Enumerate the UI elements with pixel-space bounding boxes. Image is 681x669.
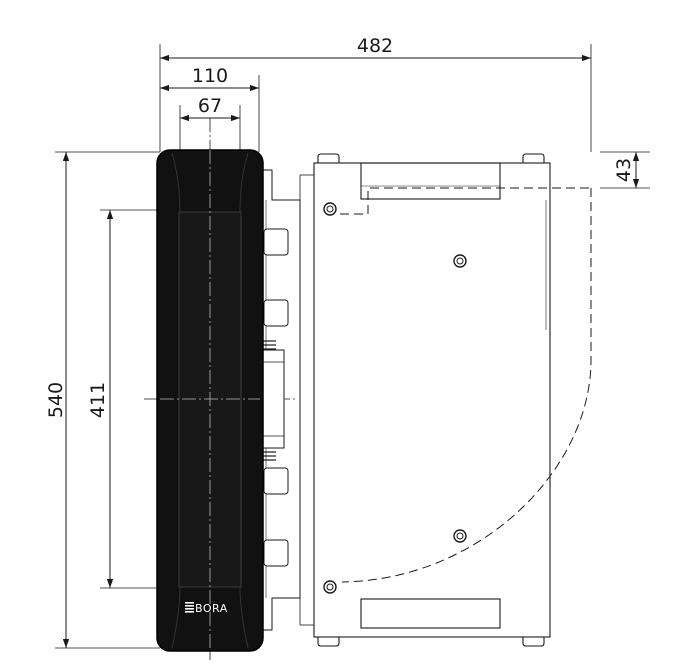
dim-label-110: 110 — [192, 65, 228, 87]
logo-stripes-icon — [185, 602, 194, 613]
mounting-screws — [323, 202, 467, 594]
dim-label-482: 482 — [357, 35, 393, 57]
bora-logo: BORA — [185, 602, 228, 615]
hidden-duct-outline — [340, 187, 592, 583]
dim-label-540: 540 — [45, 382, 67, 418]
connector-assembly — [261, 169, 301, 631]
dim-label-411: 411 — [87, 382, 109, 418]
screw-upper-right — [453, 254, 467, 268]
screw-lower-right — [453, 529, 467, 543]
dim-label-67: 67 — [198, 95, 222, 117]
screw-bottom-left — [323, 580, 337, 594]
extension-lines — [55, 44, 650, 649]
screw-top-left — [323, 202, 337, 216]
hood-housing — [299, 153, 551, 647]
logo-text: BORA — [195, 602, 228, 615]
dim-label-43: 43 — [613, 158, 635, 182]
